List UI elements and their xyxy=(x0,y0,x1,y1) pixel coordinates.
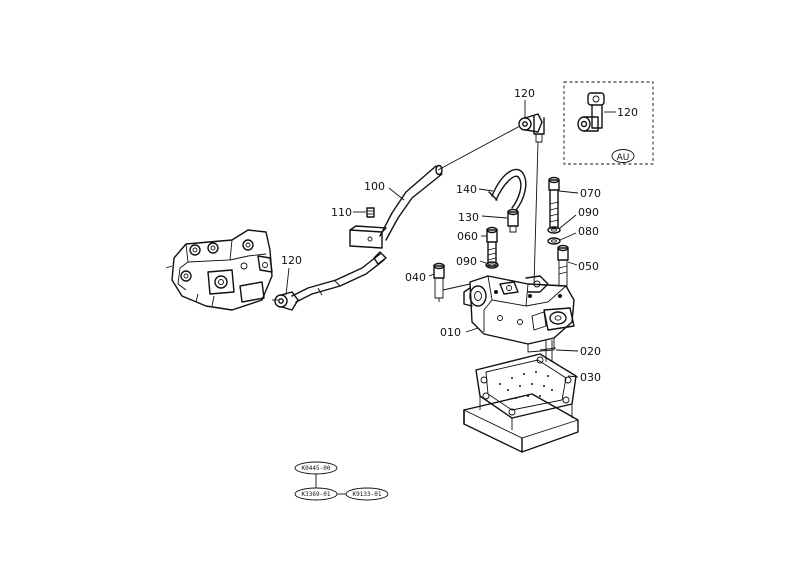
hose-140 xyxy=(488,168,527,211)
callout-020: 020 xyxy=(580,345,601,358)
reference-code-left: K3369-01 xyxy=(302,491,331,498)
main-housing-010 xyxy=(463,275,575,353)
bolt-070 xyxy=(548,176,560,229)
elbow-fitting-120-top xyxy=(518,113,545,143)
pipe-100 xyxy=(291,125,521,303)
bolt-050 xyxy=(557,244,569,287)
mounting-base xyxy=(463,393,579,453)
callout-070: 070 xyxy=(580,187,601,200)
callout-120-au: 120 xyxy=(617,106,638,119)
fitting-130 xyxy=(507,208,519,233)
callout-090-left: 090 xyxy=(456,255,477,268)
callout-140: 140 xyxy=(456,183,477,196)
elbow-fitting-au xyxy=(577,92,605,132)
bolt-040 xyxy=(433,262,445,302)
washer-080 xyxy=(547,237,561,245)
bolt-110 xyxy=(366,207,375,218)
callout-080: 080 xyxy=(578,225,599,238)
callout-110: 110 xyxy=(331,206,352,219)
callout-050: 050 xyxy=(578,260,599,273)
callout-130: 130 xyxy=(458,211,479,224)
variant-inset-au: 120 AU xyxy=(563,81,654,165)
variant-badge-outline xyxy=(611,149,635,163)
reference-code-tree: K0445-00 K3369-01 K9133-01 xyxy=(294,461,389,501)
elbow-fitting-120-left xyxy=(274,291,299,311)
washer-090-right xyxy=(547,226,561,234)
callout-120-top: 120 xyxy=(514,87,535,100)
callout-090-right: 090 xyxy=(578,206,599,219)
callout-100: 100 xyxy=(364,180,385,193)
callout-040: 040 xyxy=(405,271,426,284)
variant-badge-au: AU xyxy=(617,153,630,163)
bolt-060 xyxy=(486,226,498,267)
reference-code-right: K9133-01 xyxy=(353,491,382,498)
callout-030: 030 xyxy=(580,371,601,384)
callout-120-left: 120 xyxy=(281,254,302,267)
reference-code-top: K0445-00 xyxy=(302,465,331,472)
callout-010: 010 xyxy=(440,326,461,339)
gasket-030 xyxy=(475,353,577,419)
control-valve-block xyxy=(165,229,278,311)
callout-060: 060 xyxy=(457,230,478,243)
washer-090-left xyxy=(485,261,499,269)
